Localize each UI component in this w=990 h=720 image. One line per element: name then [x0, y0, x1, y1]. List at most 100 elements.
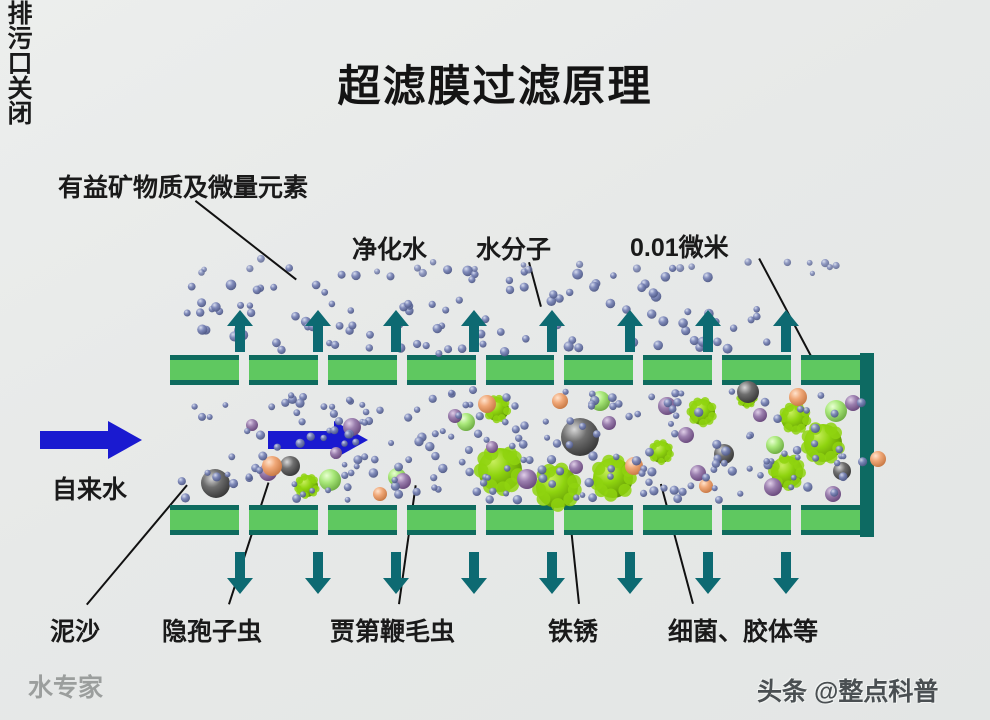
water-molecule-particle	[712, 318, 720, 326]
arrow-down-icon	[695, 552, 721, 594]
water-molecule-particle	[647, 309, 657, 319]
water-molecule-particle	[462, 265, 474, 277]
water-molecule-particle	[183, 309, 191, 317]
water-molecule-particle	[702, 272, 713, 283]
water-molecule-particle	[695, 343, 705, 352]
water-molecule-particle	[684, 308, 692, 316]
label-rust: 铁锈	[548, 618, 599, 646]
water-molecule-particle	[428, 300, 436, 308]
water-molecule-particle	[396, 321, 404, 329]
water-molecule-particle	[476, 329, 486, 339]
water-molecule-particle	[809, 270, 816, 276]
membrane-segment	[485, 505, 555, 535]
water-molecule-particle	[321, 288, 329, 296]
water-molecule-particle	[763, 338, 771, 346]
water-molecule-particle	[591, 279, 601, 288]
water-molecule-particle	[653, 340, 663, 351]
water-molecule-particle	[351, 270, 361, 281]
water-molecule-particle	[291, 311, 300, 321]
water-molecule-particle	[496, 328, 505, 336]
leader-line-minerals	[194, 200, 297, 281]
water-molecule-particle	[229, 331, 240, 342]
label-bacteria-colloid: 细菌、胶体等	[668, 618, 819, 646]
water-molecule-particle	[237, 301, 245, 309]
membrane-segment	[248, 355, 318, 385]
water-molecule-particle	[821, 259, 830, 268]
water-molecule-particle	[640, 279, 650, 289]
membrane-segment	[722, 505, 792, 535]
water-molecule-particle	[331, 340, 340, 349]
label-minerals: 有益矿物质及微量元素	[58, 174, 309, 202]
water-molecule-particle	[576, 260, 584, 268]
water-molecule-particle	[197, 324, 208, 335]
water-molecule-particle	[605, 298, 616, 309]
water-molecule-particle	[688, 263, 695, 271]
membrane-segment	[406, 355, 476, 385]
water-molecule-particle	[660, 272, 671, 282]
water-molecule-particle	[366, 330, 374, 339]
water-molecule-particle	[676, 264, 685, 273]
water-molecule-particle	[308, 321, 318, 332]
water-molecule-particle	[246, 302, 254, 309]
water-molecule-particle	[335, 322, 344, 330]
water-molecule-particle	[404, 299, 413, 308]
water-molecule-particle	[348, 321, 357, 330]
arrow-up-icon	[695, 310, 721, 352]
water-molecule-particle	[610, 272, 617, 279]
water-molecule-particle	[648, 288, 658, 298]
arrow-down-icon	[773, 552, 799, 594]
drain-port-cap	[860, 353, 874, 537]
water-molecule-particle	[479, 340, 487, 348]
water-molecule-particle	[304, 323, 312, 331]
water-molecule-particle	[455, 296, 463, 304]
water-molecule-particle	[628, 337, 639, 347]
water-molecule-particle	[246, 265, 254, 273]
water-molecule-particle	[429, 259, 437, 266]
water-molecule-particle	[471, 265, 478, 272]
water-molecule-particle	[574, 343, 584, 353]
water-molecule-particle	[826, 264, 833, 271]
membrane-segment	[722, 355, 792, 385]
water-molecule-particle	[405, 302, 414, 310]
arrow-down-icon	[539, 552, 565, 594]
membrane-segment	[643, 355, 713, 385]
membrane-segment	[564, 355, 634, 385]
membrane-segment	[327, 355, 397, 385]
membrane-segment	[170, 505, 239, 535]
water-molecule-particle	[345, 326, 354, 335]
water-molecule-particle	[201, 266, 207, 273]
water-molecule-particle	[650, 291, 662, 302]
arrow-down-icon	[461, 552, 487, 594]
water-molecule-particle	[374, 268, 381, 275]
water-molecule-particle	[211, 302, 221, 312]
water-molecule-particle	[208, 305, 216, 313]
water-molecule-particle	[481, 315, 490, 324]
arrow-up-icon	[227, 310, 253, 352]
membrane-segment	[801, 505, 870, 535]
membrane-segment	[643, 505, 713, 535]
page-title: 超滤膜过滤原理	[337, 63, 653, 111]
water-molecule-particle	[432, 323, 442, 334]
water-molecule-particle	[457, 344, 467, 354]
water-molecule-particle	[198, 269, 205, 276]
label-cryptosporidium: 隐孢子虫	[162, 618, 263, 646]
water-molecule-particle	[555, 294, 564, 303]
membrane-top	[170, 355, 870, 385]
arrow-down-icon	[305, 552, 331, 594]
water-molecule-particle	[753, 306, 760, 313]
watermark-right: 头条 @整点科普	[757, 678, 939, 706]
water-molecule-particle	[347, 307, 355, 314]
water-molecule-particle	[225, 279, 237, 291]
water-molecule-particle	[753, 312, 761, 321]
water-molecule-particle	[658, 316, 669, 327]
water-molecule-particle	[505, 285, 515, 295]
water-molecule-particle	[747, 316, 755, 324]
membrane-segment	[327, 505, 397, 535]
label-pore-size: 0.01微米	[630, 234, 729, 262]
water-molecule-particle	[270, 283, 278, 291]
water-molecule-particle	[405, 306, 414, 316]
water-molecule-particle	[549, 290, 558, 299]
water-molecule-particle	[713, 337, 722, 347]
membrane-segment	[248, 505, 318, 535]
water-molecule-particle	[386, 272, 395, 281]
